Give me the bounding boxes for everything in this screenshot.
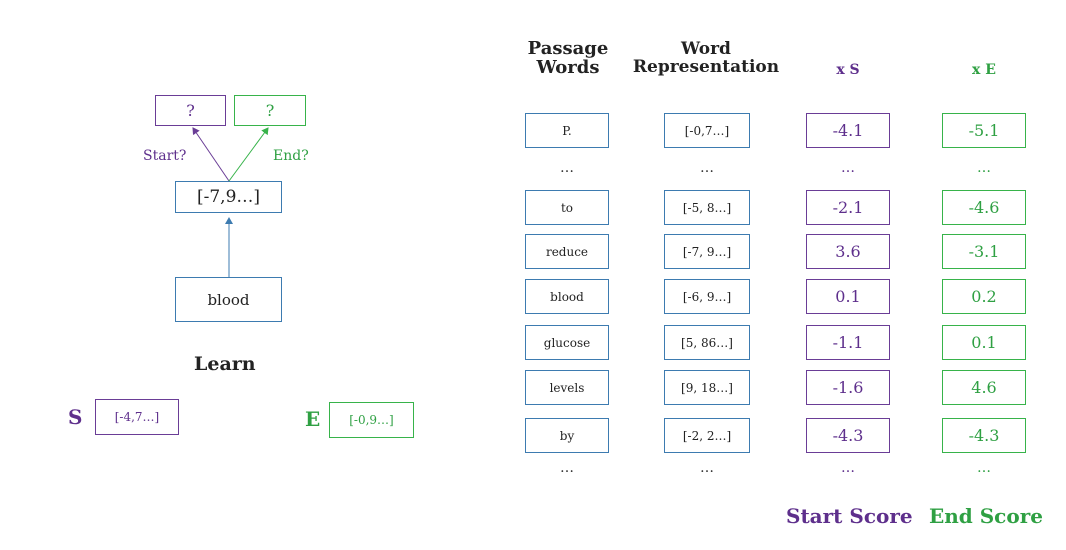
end-score-box: -4.6 (942, 190, 1026, 225)
end-score-text: 4.6 (971, 378, 997, 397)
start-question-label: Start? (143, 148, 187, 164)
end-question-box: ? (234, 95, 306, 126)
header-xs: x S (836, 62, 860, 78)
passage-word-box: blood (525, 279, 609, 314)
blood-vector-box: [-7,9…] (175, 181, 282, 213)
word-rep-ellipsis: … (700, 460, 714, 476)
passage-word-text: P. (562, 123, 572, 138)
blood-word-box: blood (175, 277, 282, 322)
word-rep-box: [-0,7…] (664, 113, 750, 148)
passage-word-box: P. (525, 113, 609, 148)
end-score-ellipsis: … (977, 460, 991, 476)
start-score-text: -1.6 (832, 378, 864, 397)
header-passage-line1: Passage (527, 38, 609, 59)
passage-word-text: blood (550, 289, 584, 304)
word-rep-box: [-2, 2…] (664, 418, 750, 453)
end-score-text: -3.1 (968, 242, 1000, 261)
end-score-text: -4.6 (968, 198, 1000, 217)
word-rep-box: [-7, 9…] (664, 234, 750, 269)
word-rep-box: [5, 86…] (664, 325, 750, 360)
passage-word-ellipsis: … (560, 160, 574, 176)
start-score-box: 0.1 (806, 279, 890, 314)
start-score-ellipsis: … (841, 160, 855, 176)
blood-vector-text: [-7,9…] (196, 187, 261, 207)
word-rep-text: [9, 18…] (681, 380, 733, 395)
header-passage-words: Passage Words (520, 39, 616, 78)
s-vector-text: [-4,7…] (114, 410, 160, 424)
end-score-text: 0.2 (971, 287, 997, 306)
end-question-label: End? (273, 148, 309, 164)
end-score-box: 4.6 (942, 370, 1026, 405)
header-xe: x E (972, 62, 996, 78)
word-rep-ellipsis: … (700, 160, 714, 176)
header-word-line2: Representation (632, 57, 780, 78)
word-rep-text: [-7, 9…] (682, 244, 732, 259)
word-rep-box: [-6, 9…] (664, 279, 750, 314)
header-word-line1: Word (681, 39, 731, 59)
end-score-box: 0.2 (942, 279, 1026, 314)
passage-word-text: by (559, 428, 575, 443)
end-score-box: -4.3 (942, 418, 1026, 453)
learn-title: Learn (194, 353, 256, 375)
blood-word-text: blood (207, 290, 250, 309)
header-word-representation: Word Representation (630, 40, 782, 77)
passage-word-text: glucose (543, 335, 591, 350)
passage-word-box: glucose (525, 325, 609, 360)
s-vector-box: [-4,7…] (95, 399, 179, 435)
end-score-box: 0.1 (942, 325, 1026, 360)
end-score-ellipsis: … (977, 160, 991, 176)
start-score-box: -4.1 (806, 113, 890, 148)
start-question-text: ? (186, 101, 195, 120)
end-question-text: ? (265, 101, 275, 120)
start-score-box: -2.1 (806, 190, 890, 225)
start-score-box: -1.1 (806, 325, 890, 360)
end-score-text: 0.1 (971, 333, 997, 352)
word-rep-text: [-5, 8…] (682, 200, 732, 215)
start-score-text: 3.6 (835, 242, 861, 261)
arrow-vector-to-start (192, 127, 230, 182)
header-passage-line2: Words (536, 57, 600, 79)
word-rep-text: [-0,7…] (684, 123, 730, 138)
end-score-text: -4.3 (968, 426, 1000, 445)
end-score-box: -3.1 (942, 234, 1026, 269)
passage-word-text: to (560, 200, 574, 215)
end-score-label: End Score (929, 504, 1043, 528)
word-rep-text: [5, 86…] (681, 335, 733, 350)
passage-word-box: to (525, 190, 609, 225)
end-score-box: -5.1 (942, 113, 1026, 148)
start-score-text: 0.1 (835, 287, 861, 306)
passage-word-box: by (525, 418, 609, 453)
start-question-box: ? (155, 95, 226, 126)
start-score-text: -4.3 (832, 426, 864, 445)
word-rep-box: [9, 18…] (664, 370, 750, 405)
word-rep-text: [-2, 2…] (682, 428, 732, 443)
start-score-box: -4.3 (806, 418, 890, 453)
passage-word-box: reduce (525, 234, 609, 269)
passage-word-ellipsis: … (560, 460, 574, 476)
passage-word-box: levels (525, 370, 609, 405)
e-vector-box: [-0,9…] (329, 402, 414, 438)
start-score-text: -4.1 (832, 121, 864, 140)
passage-word-text: levels (549, 380, 585, 395)
start-score-box: -1.6 (806, 370, 890, 405)
s-letter: S (68, 405, 83, 429)
e-vector-text: [-0,9…] (349, 413, 394, 427)
passage-word-text: reduce (545, 244, 589, 259)
word-rep-box: [-5, 8…] (664, 190, 750, 225)
end-score-text: -5.1 (968, 121, 1000, 140)
start-score-ellipsis: … (841, 460, 855, 476)
word-rep-text: [-6, 9…] (682, 289, 732, 304)
start-score-label: Start Score (786, 504, 913, 528)
e-letter: E (305, 407, 321, 431)
arrow-vector-to-end (228, 127, 269, 182)
start-score-text: -1.1 (832, 333, 864, 352)
start-score-text: -2.1 (832, 198, 864, 217)
start-score-box: 3.6 (806, 234, 890, 269)
